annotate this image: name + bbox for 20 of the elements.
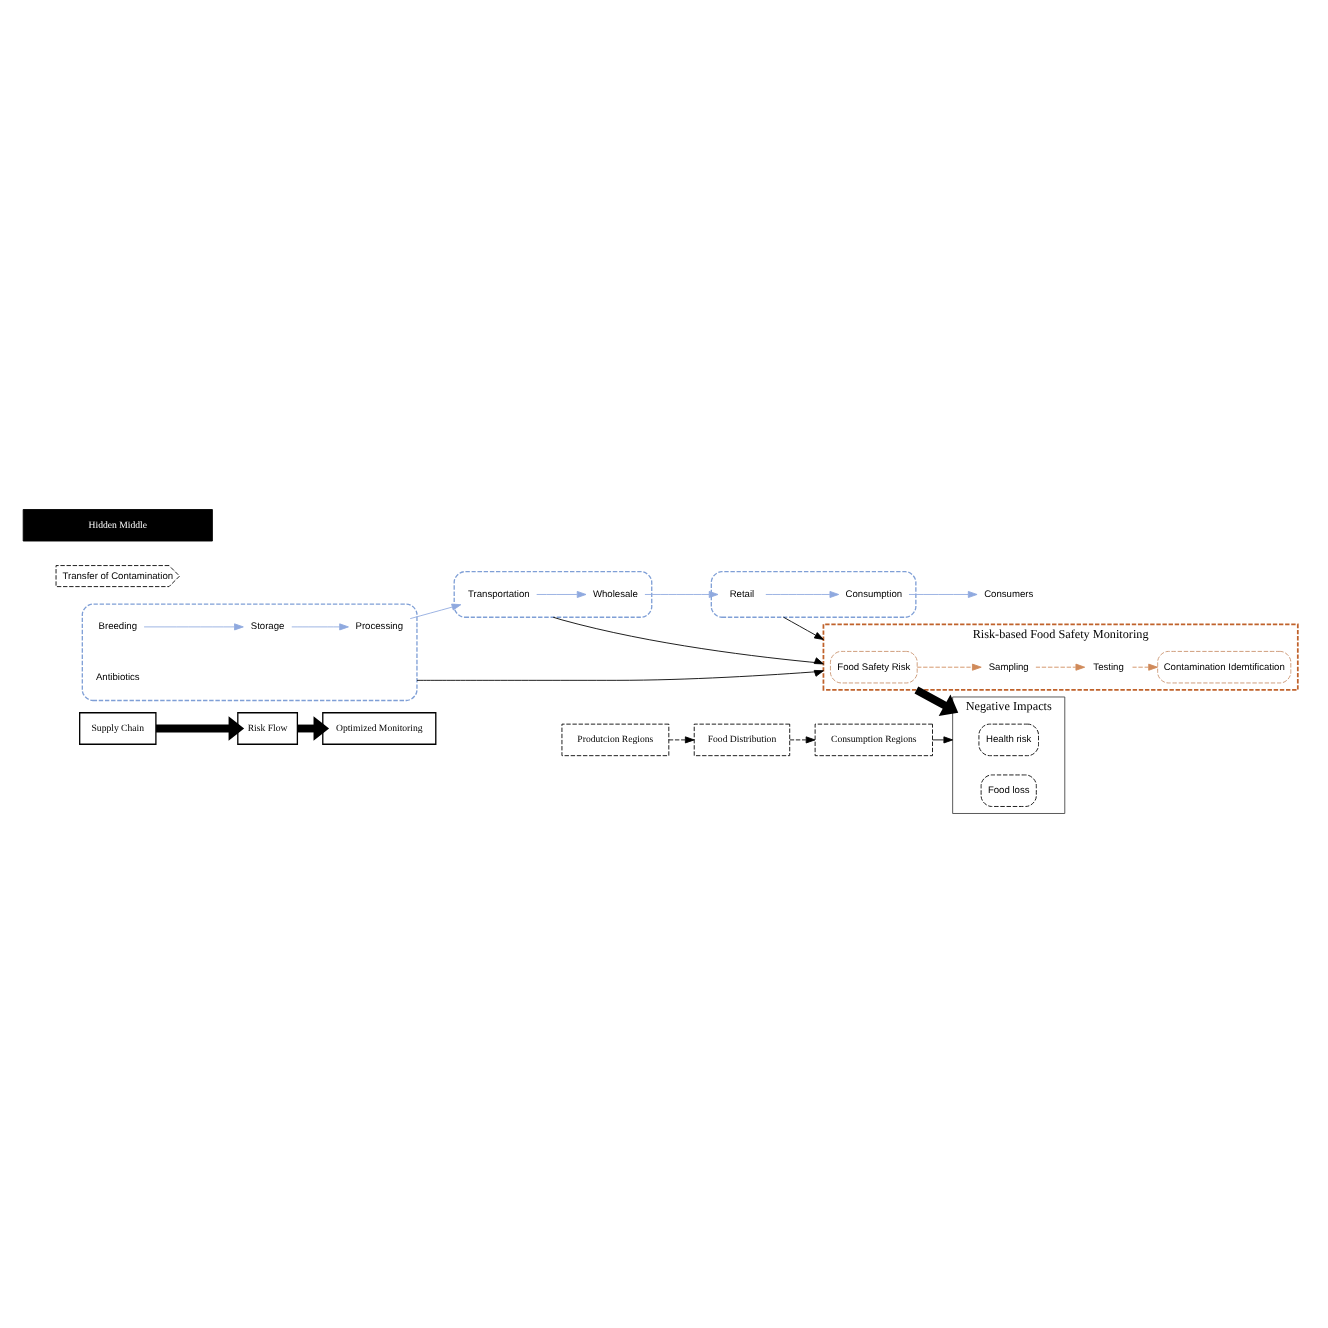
arrow — [644, 589, 719, 597]
arrow — [1035, 662, 1086, 670]
arrow — [932, 735, 954, 743]
arrow — [916, 662, 982, 670]
arrow — [783, 615, 824, 639]
arrow — [552, 615, 824, 664]
arrow — [156, 715, 245, 740]
arrow — [291, 622, 349, 630]
arrow — [409, 602, 462, 619]
cluster — [81, 602, 418, 701]
arrow — [297, 715, 330, 740]
arrow — [668, 735, 695, 743]
arrow — [914, 685, 959, 716]
arrow — [536, 589, 587, 597]
arrow — [1132, 662, 1158, 670]
arrow — [143, 622, 244, 630]
arrow — [908, 589, 978, 597]
arrow — [789, 735, 816, 743]
arrow — [765, 589, 840, 597]
arrow — [416, 668, 824, 680]
